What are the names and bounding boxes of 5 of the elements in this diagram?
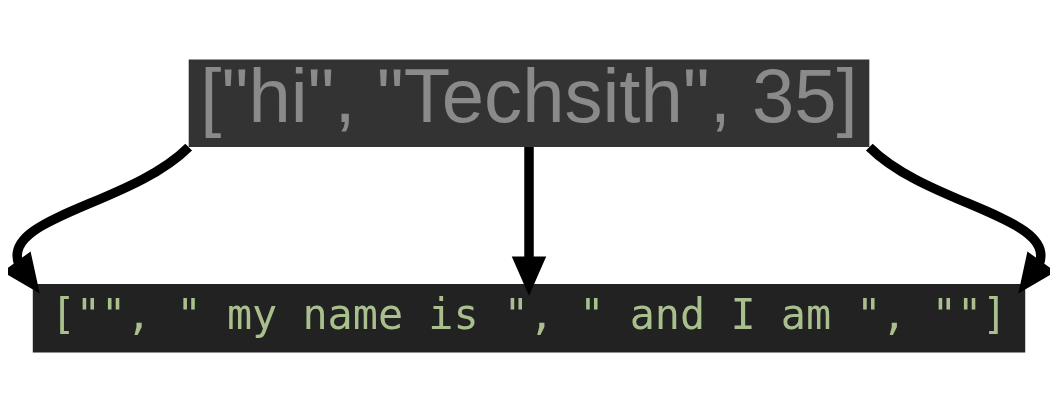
arrow bbox=[8, 143, 192, 294]
node-box: ["", " my name is ", " and I am ", ""] bbox=[32, 283, 1026, 353]
node-box: ["hi", "Techsith", 35] bbox=[188, 59, 870, 148]
arrow bbox=[511, 147, 547, 296]
arrow bbox=[866, 143, 1050, 294]
